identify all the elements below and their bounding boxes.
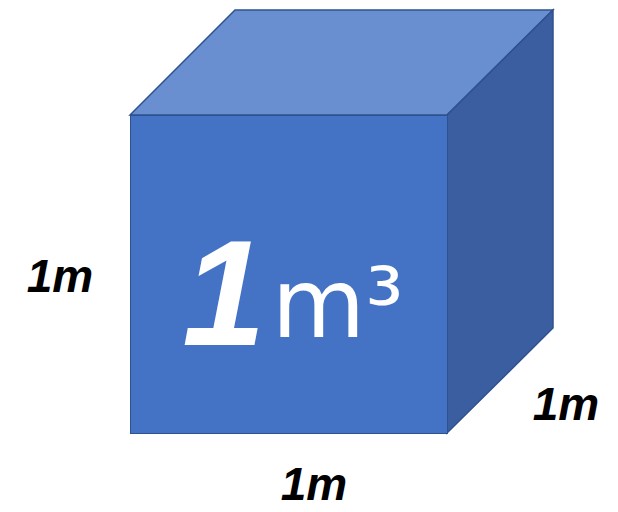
cube-side-face — [447, 10, 553, 433]
cube-front-face: 1m³ — [130, 115, 448, 434]
volume-number: 1 — [182, 218, 265, 368]
dimension-label: 1m — [27, 253, 93, 299]
dimension-label: 1m — [281, 461, 347, 507]
dimension-label: 1m — [533, 381, 599, 427]
volume-unit: m³ — [272, 256, 404, 352]
